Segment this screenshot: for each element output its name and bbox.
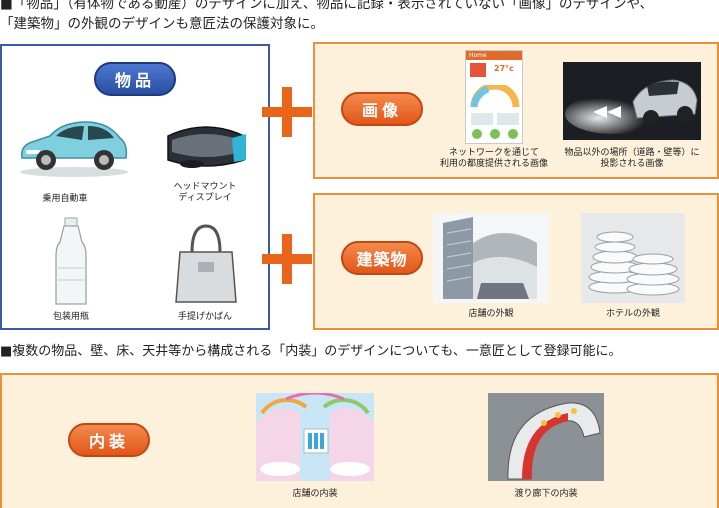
hmd-caption-line-1: ヘッドマウント (173, 182, 237, 192)
handbag-illustration (174, 222, 238, 306)
screen-title: Home (466, 51, 522, 60)
network-image-caption: ネットワークを通じて 利用の都度提供される画像 (435, 148, 553, 170)
head-mounted-display-illustration (162, 116, 250, 176)
screen-temperature: 27°c (494, 64, 514, 73)
items-label-pill: 物品 (94, 62, 176, 96)
store-exterior-caption: 店舗の外観 (468, 309, 514, 319)
image-label-pill: 画像 (341, 92, 423, 126)
intro-line-2: 「建築物」の外観のデザインも意匠法の保護対象に。 (0, 16, 324, 32)
projected-image-photo (563, 62, 701, 140)
network-image-caption-line-1: ネットワークを通じて (448, 148, 539, 158)
network-image-screen: Home 27°c (465, 50, 523, 144)
corridor-interior-caption: 渡り廊下の内装 (514, 489, 578, 499)
items-panel: 物品 乗用自動車 ヘッドマウント ディスプレイ (0, 44, 270, 330)
network-image-caption-line-2: 利用の都度提供される画像 (439, 159, 548, 169)
interior-section-text: ■複数の物品、壁、床、天井等から構成される「内装」のデザインについても、一意匠と… (0, 344, 622, 359)
interior-label-pill: 内装 (68, 423, 150, 457)
car-illustration (16, 112, 132, 178)
intro-text: ■「物品」（有体物である動産）のデザインに加え、物品に記録・表示されていない「画… (0, 0, 719, 34)
bottle-illustration (52, 216, 90, 308)
building-label-pill: 建築物 (341, 241, 423, 275)
handbag-caption: 手提げかばん (177, 312, 232, 322)
car-caption: 乗用自動車 (42, 194, 88, 204)
projected-image-caption: 物品以外の場所（道路・壁等）に 投影される画像 (555, 148, 709, 170)
building-panel: 建築物 店舗の外観 ホテルの外観 (313, 193, 719, 330)
home-icon (470, 63, 486, 77)
intro-line-1: ■「物品」（有体物である動産）のデザインに加え、物品に記録・表示されていない「画… (0, 0, 654, 12)
plus-sign-building (262, 234, 312, 284)
hotel-exterior-image (581, 213, 685, 303)
corridor-interior-image (488, 393, 604, 481)
bottle-caption: 包装用瓶 (52, 312, 89, 322)
store-exterior-image (433, 213, 549, 303)
projected-image-caption-line-2: 投影される画像 (600, 159, 664, 169)
image-panel: 画像 Home 27°c ネットワークを通じて 利用の都度提供される画像 (313, 42, 719, 179)
store-interior-image (256, 393, 374, 481)
interior-panel: 内装 店舗の内装 渡り廊下の内装 (0, 373, 719, 508)
projected-image-caption-line-1: 物品以外の場所（道路・壁等）に (564, 148, 700, 158)
hotel-exterior-caption: ホテルの外観 (605, 309, 660, 319)
plus-sign-image (262, 87, 312, 137)
store-interior-caption: 店舗の内装 (292, 489, 338, 499)
hmd-caption-line-2: ディスプレイ (178, 193, 232, 203)
hmd-caption: ヘッドマウント ディスプレイ (160, 182, 250, 204)
